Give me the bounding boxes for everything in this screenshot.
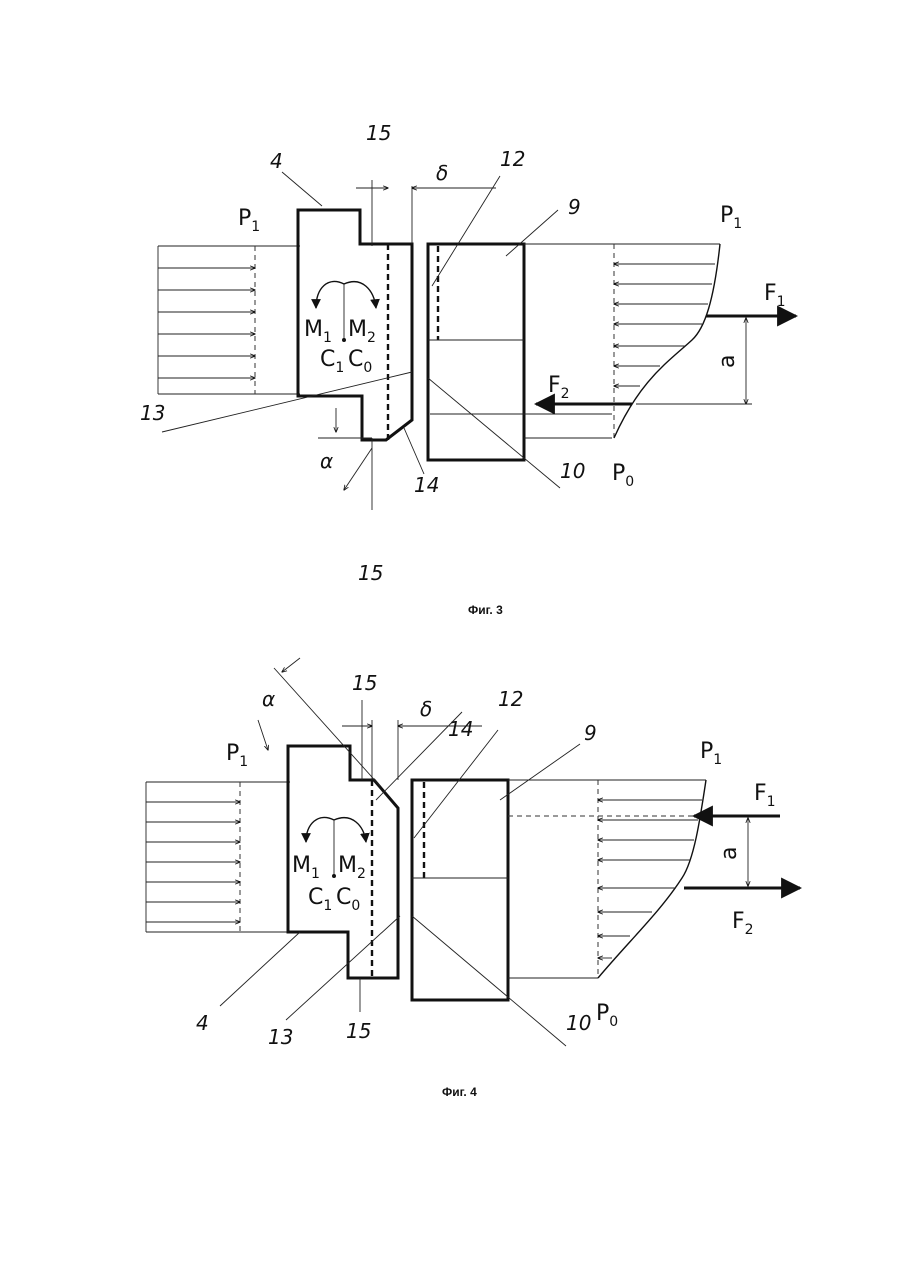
moment-m2-arrow [334,818,366,842]
moment-m1-arrow [306,817,334,842]
label-delta: δ [420,697,432,721]
label-c0: C0 [336,885,360,914]
label-alpha: α [262,687,275,711]
label-14: 14 [414,473,439,497]
label-14: 14 [448,717,473,741]
label-9: 9 [584,721,597,745]
label-15-bottom: 15 [346,1019,371,1043]
caption-fig3: Фиг. 3 [468,603,503,617]
center-point [342,338,346,342]
label-f1: F1 [754,781,776,810]
label-12: 12 [500,147,525,171]
moment-m2-arrow [344,282,376,308]
label-4: 4 [270,149,283,173]
part-9-body [412,780,508,1000]
label-c1: C1 [320,347,344,376]
label-p0: P0 [596,1001,618,1030]
label-m1: M1 [292,853,320,882]
left-pressure-field [158,246,300,394]
caption-fig4: Фиг. 4 [442,1085,477,1099]
label-p0: P0 [612,461,634,490]
label-dim-a: a [715,355,740,368]
label-13: 13 [140,401,165,425]
label-f2: F2 [548,373,570,402]
label-p1-right: P1 [700,739,722,768]
label-15-top: 15 [352,671,377,695]
label-9: 9 [568,195,581,219]
label-c0: C0 [348,347,372,376]
label-c1: C1 [308,885,332,914]
right-pressure-field [508,780,740,978]
part-9-body [428,244,524,460]
label-10: 10 [560,459,585,483]
figure-4: 4 15 δ 12 14 9 13 15 10 α a P1 P1 P0 F1 … [146,658,800,1099]
figure-3: 4 15 δ 12 9 13 14 10 α 15 a P1 P1 P0 F1 … [140,121,796,617]
center-point [332,874,336,878]
right-pressure-field [430,244,720,438]
label-15-bottom: 15 [358,561,383,585]
label-12: 12 [498,687,523,711]
label-f1: F1 [764,281,786,310]
label-m2: M2 [348,317,376,346]
label-delta: δ [436,161,448,185]
left-pressure-field [146,782,290,932]
label-13: 13 [268,1025,293,1049]
label-p1-right: P1 [720,203,742,232]
label-alpha: α [320,449,333,473]
label-f2: F2 [732,909,754,938]
label-dim-a: a [717,847,742,860]
moment-m1-arrow [316,281,344,308]
label-p1-left: P1 [238,206,260,235]
label-m1: M1 [304,317,332,346]
label-15-top: 15 [366,121,391,145]
label-m2: M2 [338,853,366,882]
label-4: 4 [196,1011,209,1035]
label-10: 10 [566,1011,591,1035]
label-p1-left: P1 [226,741,248,770]
